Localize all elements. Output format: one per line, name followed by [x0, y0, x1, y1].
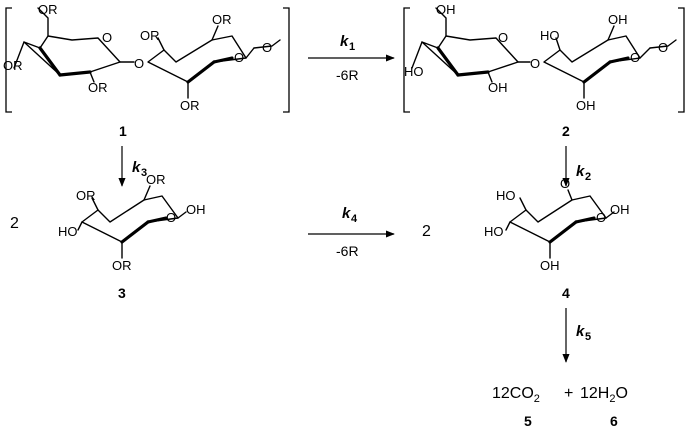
c2-link-o: O [658, 40, 668, 55]
c2-ring-o-left: O [498, 30, 508, 45]
arrow-k5: k 5 [562, 308, 591, 363]
k1-condition: -6R [336, 67, 359, 83]
k2-subscript: 2 [585, 171, 591, 183]
co2-formula: 12CO2 [492, 385, 540, 405]
c1-sub-b: OR [3, 58, 23, 73]
c5-number: 5 [524, 413, 532, 429]
c2-sub-d: HO [540, 28, 560, 43]
k4-condition: -6R [336, 243, 359, 259]
c1-sub-a: OR [38, 2, 58, 17]
arrow-k1: k 1 -6R [308, 33, 395, 83]
c1-ring-o-right: O [234, 50, 244, 65]
plus-sign: + [564, 385, 573, 402]
c4-sub-c: HO [484, 224, 504, 239]
c4-ring-o: O [596, 210, 606, 225]
c3-sub-b: OR [146, 172, 166, 187]
k4-subscript: 4 [351, 213, 358, 225]
c4-number: 4 [562, 285, 570, 301]
c1-sub-d: OR [140, 28, 160, 43]
h2o-formula: 12H2O [580, 385, 628, 405]
k1-subscript: 1 [349, 41, 355, 53]
c1-sub-c: OR [88, 80, 108, 95]
k3-symbol: k [132, 159, 141, 176]
c3-sub-c: HO [58, 224, 78, 239]
c4-sub-a: HO [496, 188, 516, 203]
c1-sub-f: OR [180, 98, 200, 113]
c3-sub-a: OR [76, 188, 96, 203]
c4-sub-d: OH [610, 202, 630, 217]
c2-sub-c: OH [488, 80, 508, 95]
bracket-left [403, 7, 410, 113]
c6-number: 6 [610, 413, 618, 429]
c4-coefficient: 2 [422, 223, 431, 240]
products: 12CO2 + 12H2O 5 6 [492, 385, 628, 429]
c2-sub-a: OH [436, 2, 456, 17]
k4-symbol: k [342, 205, 351, 222]
c1-link-o: O [262, 40, 272, 55]
k1-symbol: k [340, 33, 349, 50]
compound-2: OH HO OH HO OH OH O O O O 2 [403, 2, 685, 139]
arrow-k3: k 3 [118, 146, 147, 187]
bracket-left [5, 7, 12, 113]
k3-subscript: 3 [141, 167, 147, 179]
c2-bridge-o: O [530, 56, 540, 71]
c1-sub-e: OR [212, 12, 232, 27]
c2-sub-f: OH [576, 98, 596, 113]
k2-symbol: k [576, 163, 585, 180]
arrow-k2: k 2 [562, 146, 591, 187]
c3-ring-o: O [166, 210, 176, 225]
compound-1: OR OR OR OR OR OR O O O O 1 [3, 2, 290, 139]
bracket-right [678, 7, 685, 113]
c3-sub-d: OH [186, 202, 206, 217]
k5-symbol: k [576, 323, 585, 340]
compound-4: 2 HO O HO OH OH O 4 [422, 176, 630, 301]
c1-number: 1 [119, 123, 127, 139]
c1-bridge-o: O [134, 56, 144, 71]
c2-sub-e: OH [608, 12, 628, 27]
c2-sub-b: HO [404, 64, 424, 79]
c2-number: 2 [562, 123, 570, 139]
c2-ring-o-right: O [630, 50, 640, 65]
c3-sub-e: OR [112, 258, 132, 273]
c4-sub-f: O [560, 176, 570, 191]
c3-coefficient: 2 [10, 215, 19, 232]
arrow-k4: k 4 -6R [308, 205, 395, 259]
k5-subscript: 5 [585, 331, 591, 343]
c4-sub-e: OH [540, 258, 560, 273]
compound-3: 2 OR OR HO OH OR O 3 [10, 172, 206, 301]
bracket-right [283, 7, 290, 113]
c1-ring-o-left: O [102, 30, 112, 45]
c3-number: 3 [118, 285, 126, 301]
